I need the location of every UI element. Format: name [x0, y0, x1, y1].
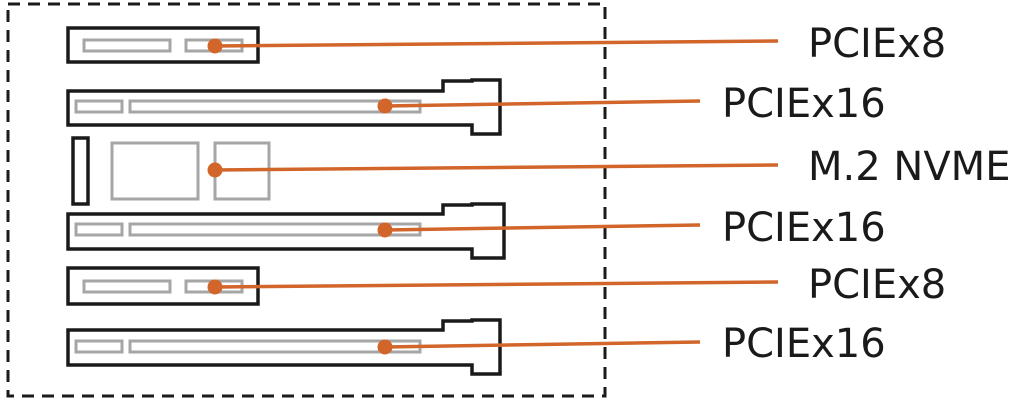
m2-connector	[71, 136, 90, 206]
leaders	[207, 38, 779, 355]
leader-line-1	[214, 39, 779, 48]
slot-contact-long	[128, 339, 422, 354]
leader-line-3	[214, 163, 779, 172]
leader-line-2	[384, 99, 701, 108]
label-pciex8-1: PCIEx8	[808, 21, 946, 67]
pcie-x16-slot-2	[66, 202, 506, 260]
leader-dot-1	[207, 38, 223, 54]
leader-line-6	[384, 340, 701, 349]
slot-contact-long	[128, 222, 422, 237]
leader-dot-6	[377, 339, 393, 355]
label-pciex16-2: PCIEx16	[722, 205, 886, 251]
leader-line-4	[384, 223, 701, 232]
slot-contact-long	[128, 99, 422, 114]
slot-contact-short	[74, 222, 124, 237]
m2-chip-large	[110, 141, 200, 201]
slot-body	[66, 318, 502, 376]
slot-body	[66, 202, 506, 260]
slot-contact-short	[82, 38, 172, 53]
label-pciex16-3: PCIEx16	[722, 321, 886, 367]
slot-body	[66, 78, 502, 136]
slot-contact-short	[74, 339, 124, 354]
label-pciex8-2: PCIEx8	[808, 262, 946, 308]
board-outline	[6, 2, 607, 398]
pcie-x16-slot-1	[66, 78, 502, 136]
leader-line-5	[214, 280, 779, 289]
leader-dot-3	[207, 162, 223, 178]
leader-dot-5	[207, 279, 223, 295]
label-m2-nvme: M.2 NVME	[808, 144, 1010, 190]
slot-contact-short	[82, 279, 172, 294]
leader-dot-4	[377, 222, 393, 238]
leader-dot-2	[377, 98, 393, 114]
slot-contact-short	[74, 99, 124, 114]
label-pciex16-1: PCIEx16	[722, 81, 886, 127]
